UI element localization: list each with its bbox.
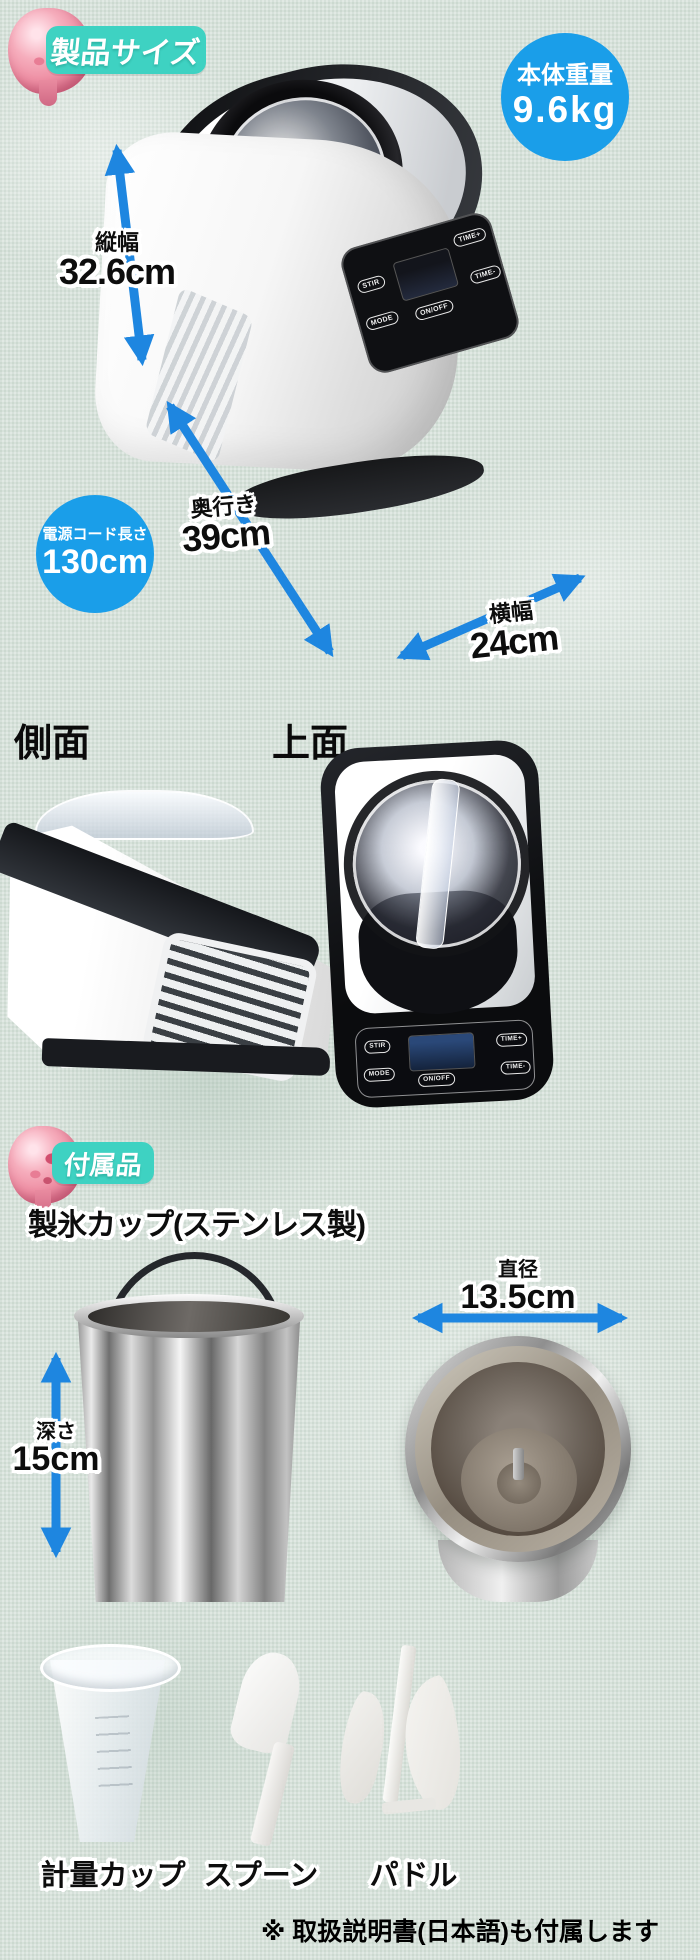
height-value: 32.6cm: [58, 251, 176, 293]
accessories-badge-label: 付属品: [62, 1149, 144, 1180]
side-lid-bump: [35, 790, 254, 840]
time-minus-button: TIME-: [468, 263, 503, 286]
accessories-badge: 付属品: [52, 1142, 154, 1184]
width-value: 24cm: [468, 616, 561, 667]
bucket-top-rim: [405, 1336, 631, 1562]
bucket-spindle: [513, 1448, 524, 1480]
width-dimension: 横幅 24cm: [445, 595, 580, 667]
manual-note: ※ 取扱説明書(日本語)も付属します: [261, 1918, 659, 1946]
depth-dimension: 奥行き 39cm: [156, 490, 295, 561]
spoon-handle: [249, 1741, 296, 1847]
cord-label: 電源コード長さ: [42, 526, 148, 544]
product-size-badge-label: 製品サイズ: [49, 37, 202, 70]
measuring-cup-rim: [40, 1644, 181, 1692]
onoff-button: ON/OFF: [413, 298, 455, 322]
product-photo-top: STIR MODE ON/OFF TIME+ TIME-: [318, 738, 556, 1110]
measuring-cup-graduations: [95, 1715, 133, 1793]
bucket-opening: [88, 1301, 290, 1332]
bucket-body: [78, 1321, 300, 1603]
bucket-depth-dimension: 深さ 15cm: [10, 1422, 102, 1477]
bucket-depth-label: 深さ: [36, 1421, 76, 1443]
onoff-button-top: ON/OFF: [417, 1072, 456, 1087]
cord-value: 130cm: [42, 542, 148, 581]
weight-label: 本体重量: [517, 62, 613, 90]
time-minus-button-top: TIME-: [500, 1060, 531, 1075]
ice-cup-heading: 製氷カップ(ステンレス製): [28, 1209, 366, 1242]
bucket-depth-value: 15cm: [12, 1440, 100, 1479]
measuring-cup-label: 計量カップ: [40, 1860, 186, 1892]
height-label: 縦幅: [94, 230, 139, 255]
bucket-diameter-value: 13.5cm: [460, 1278, 576, 1317]
top-lid-handle: [415, 777, 461, 950]
spoon-label: スプーン: [203, 1860, 319, 1892]
top-control-panel: STIR MODE ON/OFF TIME+ TIME-: [354, 1019, 536, 1099]
cord-length-badge: 電源コード長さ 130cm: [36, 495, 154, 613]
bucket-diameter-label: 直径: [498, 1259, 538, 1281]
height-dimension: 縦幅 32.6cm: [53, 230, 181, 293]
weight-value: 9.6kg: [512, 88, 618, 130]
product-size-badge: 製品サイズ: [46, 26, 206, 74]
spoon-blade: [226, 1646, 308, 1758]
lcd-display: [392, 247, 460, 302]
weight-badge: 本体重量 9.6kg: [501, 33, 629, 161]
mode-button-top: MODE: [363, 1067, 396, 1082]
lcd-display-top: [407, 1032, 476, 1072]
time-plus-button: TIME+: [452, 226, 488, 249]
stir-button-top: STIR: [364, 1039, 392, 1054]
time-plus-button-top: TIME+: [495, 1032, 528, 1047]
stir-button: STIR: [356, 274, 387, 295]
side-view-label: 側面: [14, 723, 91, 765]
bucket-diameter-dimension: 直径 13.5cm: [452, 1260, 584, 1315]
paddle-label: パドル: [369, 1860, 458, 1892]
mode-button: MODE: [364, 310, 400, 332]
